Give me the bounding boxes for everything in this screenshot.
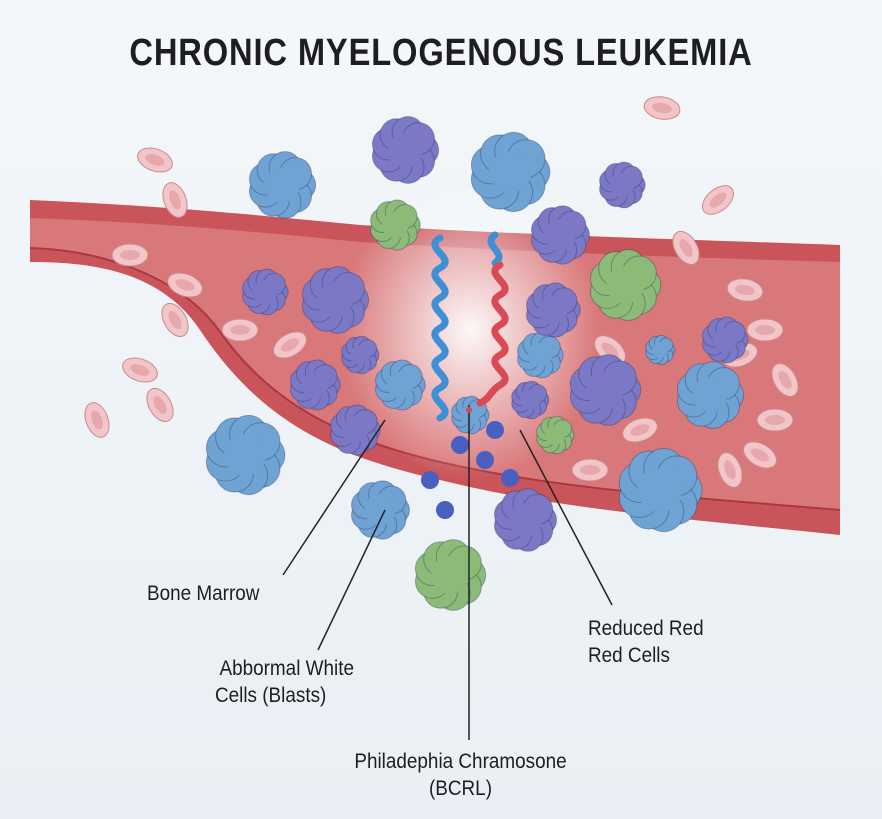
label-abnormal-white-line2: Cells (Blasts) xyxy=(215,684,327,707)
red-blood-cell xyxy=(717,452,743,488)
small-blue-cell xyxy=(436,501,454,519)
red-blood-cell xyxy=(702,185,734,215)
red-blood-cell xyxy=(622,417,658,443)
blue-white-cell xyxy=(676,361,745,429)
purple-blast-cell xyxy=(301,266,370,334)
red-blood-cell xyxy=(221,318,259,342)
blue-white-cell xyxy=(375,359,426,411)
purple-blast-cell xyxy=(242,268,289,316)
purple-blast-cell xyxy=(511,380,550,420)
small-blue-cell xyxy=(486,421,504,439)
purple-blast-cell xyxy=(531,205,590,265)
red-blood-cell xyxy=(746,318,784,342)
blue-white-cell xyxy=(351,480,410,540)
label-bone-marrow: Bone Marrow xyxy=(147,582,260,605)
red-blood-cell xyxy=(162,182,188,218)
red-blood-cell xyxy=(111,243,149,267)
red-blood-cell xyxy=(756,408,794,432)
purple-blast-cell xyxy=(371,116,440,184)
purple-blast-cell xyxy=(341,335,380,375)
small-blue-cell xyxy=(476,451,494,469)
blue-white-cell xyxy=(248,151,317,219)
purple-blast-cell xyxy=(330,404,381,456)
red-blood-cell xyxy=(643,96,681,120)
chromosome-blue-right-top xyxy=(487,231,503,267)
leader-red-cells xyxy=(519,429,613,606)
purple-blast-cell xyxy=(526,282,581,338)
chromosome-red xyxy=(476,261,509,407)
label-philadelphia: Philadephia Chramosone (BCRL) xyxy=(330,748,591,802)
label-reduced-red-cells: Reduced Red Red Cells xyxy=(588,615,704,669)
label-reduced-red-line2: Red Cells xyxy=(588,644,670,667)
label-philadelphia-line1: Philadephia Chramosone xyxy=(354,750,567,773)
label-philadelphia-line2: (BCRL) xyxy=(428,777,492,800)
red-blood-cell xyxy=(272,331,308,359)
red-blood-cell xyxy=(146,387,174,423)
small-blue-cell xyxy=(451,436,469,454)
red-blood-cell xyxy=(742,441,778,469)
leader-bone-marrow xyxy=(282,419,386,576)
green-cell xyxy=(370,199,421,251)
leader-lines xyxy=(282,405,613,740)
blue-white-cell xyxy=(470,131,551,213)
purple-blast-cell xyxy=(569,354,642,426)
red-blood-cell xyxy=(84,402,110,438)
purple-blast-cell xyxy=(702,316,749,364)
small-blue-cell xyxy=(421,471,439,489)
red-blood-cell xyxy=(167,272,203,298)
label-abnormal-white-line1: Abbormal White xyxy=(219,657,354,680)
purple-blast-cell xyxy=(599,161,646,209)
purple-blast-cell xyxy=(493,488,557,552)
green-cell xyxy=(589,249,662,321)
diagram-title: CHRONIC MYELOGENOUS LEUKEMIA xyxy=(129,32,753,74)
red-blood-cell xyxy=(672,230,700,266)
purple-blast-cell xyxy=(290,359,341,411)
chromosome-marker xyxy=(466,407,472,413)
green-cell xyxy=(414,539,487,611)
red-blood-cell xyxy=(771,362,799,398)
chromosome-blue-left xyxy=(431,234,449,422)
red-blood-cell xyxy=(122,357,158,383)
blue-white-cell xyxy=(645,334,676,366)
leader-white-cells xyxy=(317,509,386,651)
blue-white-cell xyxy=(451,395,490,435)
label-abnormal-white-cells: Abbormal White Cells (Blasts) xyxy=(215,655,354,709)
small-blue-cell xyxy=(501,469,519,487)
blue-white-cell xyxy=(205,414,286,496)
red-blood-cell xyxy=(161,302,189,338)
blue-white-cell xyxy=(618,447,703,533)
blue-white-cell xyxy=(517,331,564,379)
red-blood-cell xyxy=(571,458,609,482)
red-blood-cell xyxy=(137,147,173,173)
red-blood-cell xyxy=(726,278,764,302)
label-reduced-red-line1: Reduced Red xyxy=(588,617,704,640)
green-cell xyxy=(536,415,575,455)
